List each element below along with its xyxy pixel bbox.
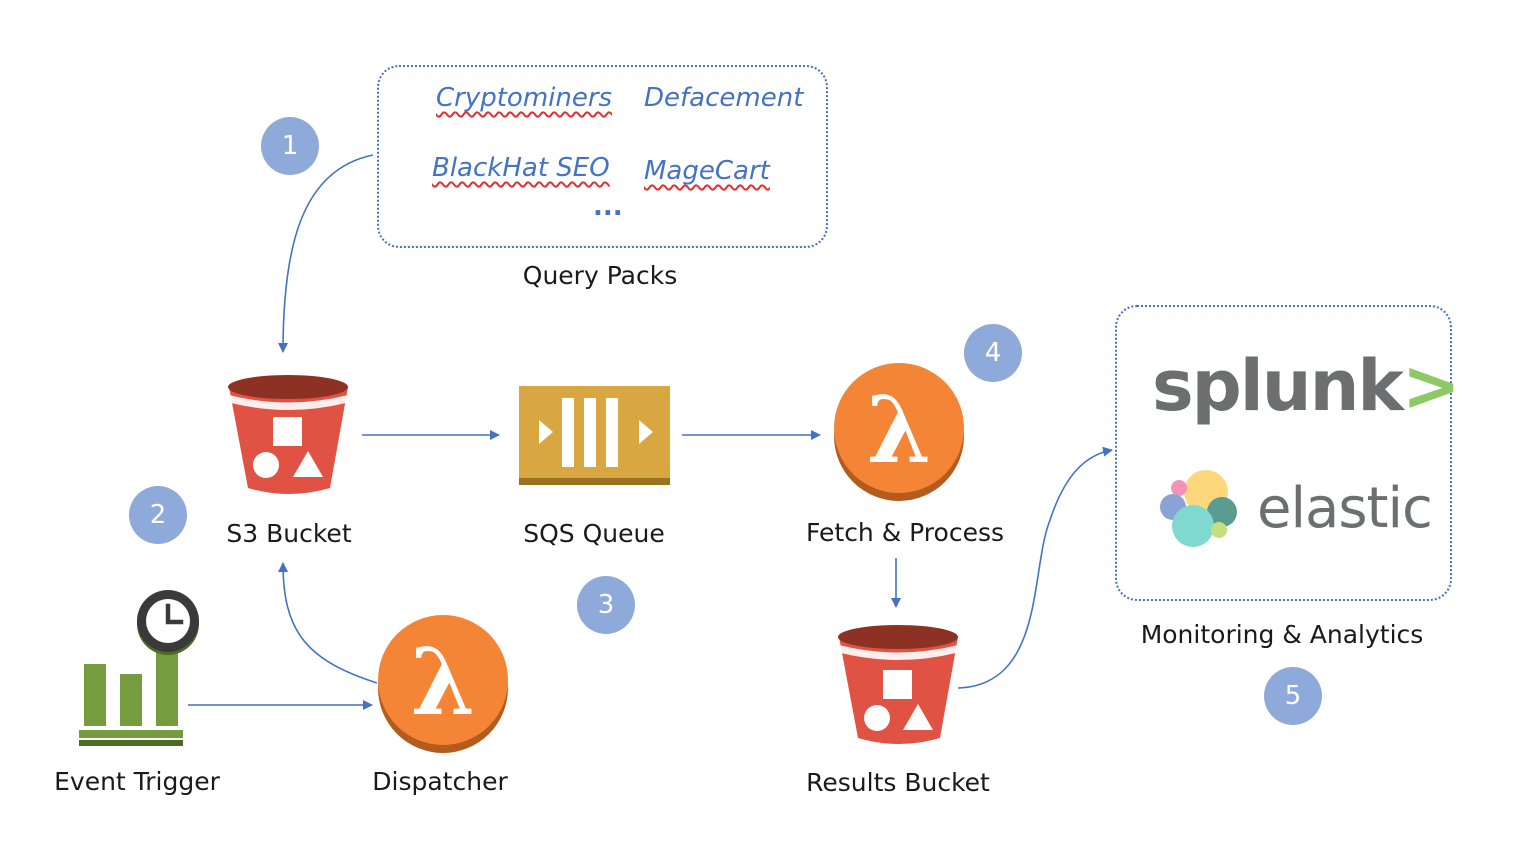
sqs-queue-label: SQS Queue [523,519,665,548]
results-bucket-icon [838,625,958,744]
fetch-process-label: Fetch & Process [805,518,1005,547]
step-badge-2: 2 [129,486,187,544]
arrow-dispatcher-to-s3 [278,562,378,684]
query-packs-label: Query Packs [522,261,678,290]
svg-text:λ: λ [411,628,476,736]
step-badge-1: 1 [261,117,319,175]
query-pack-defacement: Defacement [644,83,804,113]
query-packs-box [377,65,828,248]
s3-bucket-label: S3 Bucket [226,519,352,548]
elastic-logo-text: elastic [1257,476,1433,541]
step-badge-4: 4 [964,324,1022,382]
svg-text:λ: λ [867,376,932,484]
monitoring-label: Monitoring & Analytics [1140,620,1424,649]
step-badge-3: 3 [577,576,635,634]
splunk-logo: splunk> [1152,345,1461,427]
query-pack-blackhat-seo: BlackHat SEO [432,153,610,183]
monitoring-box [1115,305,1452,601]
event-trigger-icon [79,590,199,746]
dispatcher-label: Dispatcher [372,767,508,796]
arrow-querypacks-to-s3 [278,154,374,353]
fetch-process-lambda-icon: λ [834,363,964,501]
query-pack-cryptominers: Cryptominers [436,83,613,113]
dispatcher-lambda-icon: λ [378,615,508,753]
results-bucket-label: Results Bucket [806,768,990,797]
sqs-queue-icon [519,386,670,485]
event-trigger-label: Event Trigger [54,767,220,796]
query-pack-more: ... [593,192,623,222]
splunk-logo-chevron: > [1402,345,1461,427]
arrow-results-to-monitoring [957,446,1113,689]
step-badge-5: 5 [1264,667,1322,725]
query-pack-magecart: MageCart [644,156,770,186]
elastic-logo-icon [1160,470,1237,547]
splunk-logo-text: splunk [1152,345,1404,427]
s3-bucket-icon [228,375,348,494]
